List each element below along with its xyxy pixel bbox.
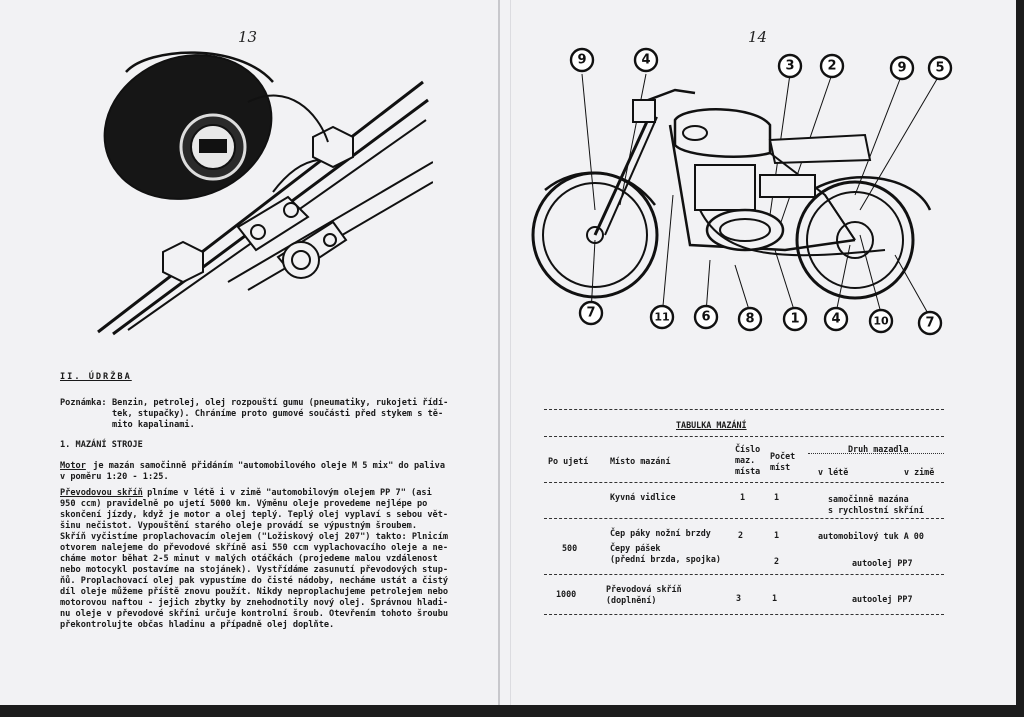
header-count: Počet bbox=[770, 451, 796, 461]
cell-number: 1 bbox=[740, 492, 746, 502]
cell-count: 2 bbox=[774, 556, 780, 566]
header-count: míst bbox=[770, 462, 791, 472]
cell-type: s rychlostní skříní bbox=[828, 505, 924, 515]
page-number-left: 13 bbox=[238, 28, 258, 46]
callout-label: 2 bbox=[827, 59, 836, 74]
cell-km: 500 bbox=[562, 543, 578, 553]
document-spread: 13 bbox=[0, 0, 1016, 705]
gearbox-line: otvorem nalejeme do převodové skříně asi… bbox=[60, 543, 449, 553]
callout-label: 11 bbox=[654, 311, 669, 324]
header-winter: v zimě bbox=[904, 467, 935, 477]
callout-label: 3 bbox=[785, 59, 794, 74]
cell-type: automobilový tuk A 00 bbox=[818, 531, 924, 541]
callout-label: 6 bbox=[701, 310, 710, 325]
cell-count: 1 bbox=[774, 492, 780, 502]
table-rule bbox=[544, 482, 944, 484]
callout-label: 9 bbox=[577, 53, 586, 68]
note-line: mito kapalinami. bbox=[112, 420, 195, 430]
page-fold-shadow bbox=[510, 0, 511, 705]
gearbox-line: ňů. Proplachovací olej pak vypustíme do … bbox=[60, 576, 449, 586]
callout-label: 7 bbox=[925, 316, 934, 331]
table-rule bbox=[544, 614, 944, 616]
header-type: Druh mazadla bbox=[848, 444, 909, 454]
gearbox-label: Převodovou skříň bbox=[60, 488, 143, 498]
motorcycle-illustration: 9 4 3 2 9 5 7 11 6 8 1 4 10 7 bbox=[531, 47, 953, 336]
callout-label: 10 bbox=[873, 315, 889, 328]
cell-place: (přední brzda, spojka) bbox=[610, 554, 721, 564]
cell-type: samočinně mazána bbox=[828, 494, 909, 504]
subsection-title: 1. MAZÁNÍ STROJE bbox=[60, 440, 143, 450]
cell-place: Čepy pášek bbox=[610, 543, 661, 553]
gauge-handlebar-illustration bbox=[97, 51, 433, 336]
gearbox-line: motorovou naftou - jejich zbytky by zneh… bbox=[60, 598, 449, 608]
table-title: TABULKA MAZÁNÍ bbox=[676, 420, 747, 430]
cell-type: autoolej PP7 bbox=[852, 594, 913, 604]
callout-markers: 9 4 3 2 9 5 7 11 6 8 1 4 10 7 bbox=[569, 47, 953, 336]
motor-line: v poměru 1:20 - 1:25. bbox=[60, 472, 169, 482]
cell-count: 1 bbox=[772, 593, 778, 603]
cell-count: 1 bbox=[774, 530, 780, 540]
table-rule bbox=[544, 574, 944, 576]
gearbox-line: 950 ccm) pravidelně po ujetí 5000 km. Vý… bbox=[60, 499, 428, 509]
header-number: místa bbox=[735, 466, 761, 476]
header-rule bbox=[808, 453, 944, 455]
gearbox-line: plníme v létě i v zimě "automobilovým ol… bbox=[142, 488, 432, 498]
header-number: Číslo bbox=[735, 444, 761, 454]
note-line: tek, stupačky). Chráníme proto gumové so… bbox=[112, 409, 444, 419]
callout-label: 9 bbox=[897, 61, 906, 76]
callout-label: 4 bbox=[641, 53, 650, 68]
cell-number: 2 bbox=[738, 530, 744, 540]
page-fold bbox=[498, 0, 500, 705]
table-rule bbox=[544, 409, 944, 411]
callout-label: 5 bbox=[935, 61, 944, 76]
motor-line: je mazán samočinně přidáním "automobilov… bbox=[88, 461, 445, 471]
header-number: maz. bbox=[735, 455, 756, 465]
cell-km: 1000 bbox=[556, 589, 577, 599]
cell-number: 3 bbox=[736, 593, 742, 603]
header-place: Místo mazání bbox=[610, 456, 671, 466]
page-number-right: 14 bbox=[748, 28, 768, 46]
header-km: Po ujetí bbox=[548, 456, 589, 466]
table-rule bbox=[544, 436, 944, 438]
cell-place: Kyvná vidlice bbox=[610, 492, 676, 502]
table-rule bbox=[544, 518, 944, 520]
gearbox-line: cháme motor běhat 2-5 minut v malých otá… bbox=[60, 554, 438, 564]
gearbox-line: díl oleje můžeme příště znovu použít. Ni… bbox=[60, 587, 449, 597]
cell-type: autoolej PP7 bbox=[852, 558, 913, 568]
callout-label: 1 bbox=[790, 312, 799, 327]
section-title: II. ÚDRŽBA bbox=[60, 372, 132, 382]
gearbox-line: šinu nečistot. Vypouštění starého oleje … bbox=[60, 521, 417, 531]
cell-place: (doplnění) bbox=[606, 595, 657, 605]
note-label: Poznámka: bbox=[60, 398, 107, 408]
callout-label: 8 bbox=[745, 312, 754, 327]
gearbox-line: překontrolujte občas hladinu a případně … bbox=[60, 620, 335, 630]
gearbox-line: Skříň vyčistíme proplachovacím olejem ("… bbox=[60, 532, 449, 542]
header-summer: v létě bbox=[818, 467, 849, 477]
gearbox-line: nu oleje v převodové skříni určuje kontr… bbox=[60, 609, 449, 619]
callout-label: 7 bbox=[586, 306, 595, 321]
motor-label: Motor bbox=[60, 461, 86, 471]
cell-place: Čep páky nožní brzdy bbox=[610, 528, 711, 538]
note-line: Benzin, petrolej, olej rozpouští gumu (p… bbox=[112, 398, 449, 408]
cell-place: Převodová skříň bbox=[606, 584, 682, 594]
gearbox-line: skončení jízdy, když je motor a olej tep… bbox=[60, 510, 449, 520]
callout-label: 4 bbox=[831, 312, 840, 327]
gearbox-line: nebo motocykl postavíme na stojánek). Vy… bbox=[60, 565, 449, 575]
